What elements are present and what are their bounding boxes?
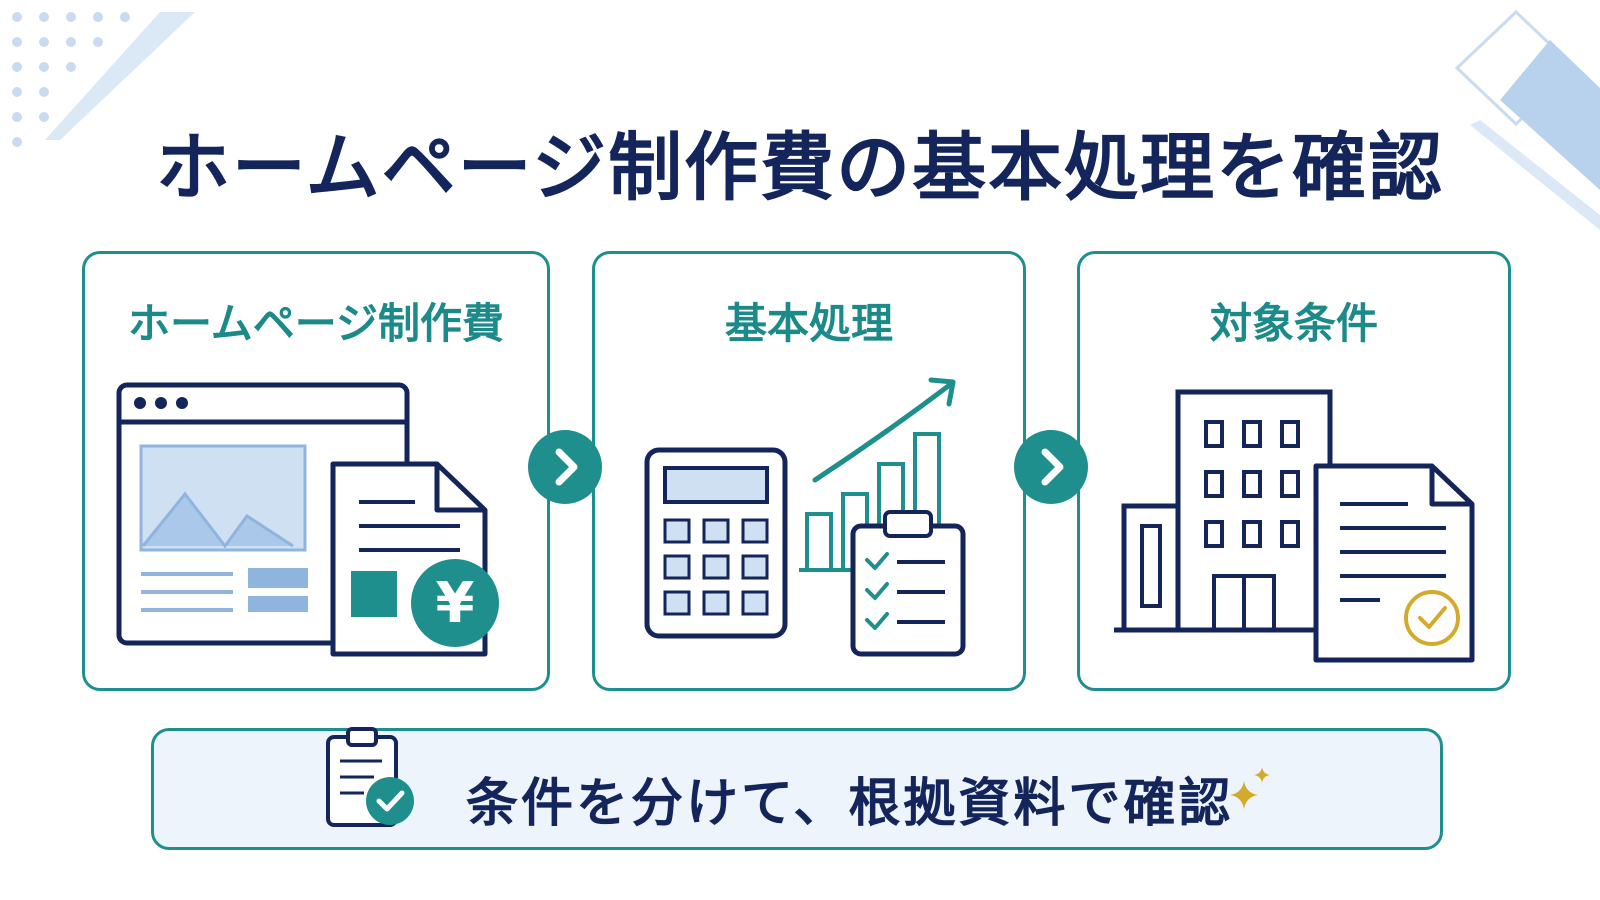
chevron-right-icon (555, 448, 578, 486)
summary-banner: 条件を分けて、根拠資料で確認 (151, 727, 1443, 850)
diamond-decoration (1454, 9, 1600, 230)
sparkle-icon (1230, 767, 1270, 809)
page-title: ホームページ制作費の基本処理を確認 (155, 125, 1445, 211)
card-title: 対象条件 (1209, 299, 1378, 348)
card-title: ホームページ制作費 (128, 299, 504, 348)
card-title: 基本処理 (724, 299, 893, 348)
summary-text: 条件を分けて、根拠資料で確認 (466, 774, 1234, 834)
card-target-conditions: 対象条件 (1077, 251, 1511, 691)
card-basic-processing: 基本処理 (592, 251, 1026, 691)
next-step-arrow-1 (528, 430, 602, 504)
chevron-right-icon (1041, 448, 1064, 486)
next-step-arrow-2 (1014, 430, 1088, 504)
calculator-chart-checklist-icon (644, 377, 966, 657)
dot-grid-decoration (12, 12, 195, 147)
clipboard-check-icon (326, 727, 414, 827)
website-and-invoice-yen-icon: ¥ (116, 382, 499, 657)
card-website-cost: ホームページ制作費 ¥ (82, 251, 550, 691)
building-and-approved-document-icon (1114, 389, 1475, 663)
svg-text:¥: ¥ (436, 571, 475, 636)
